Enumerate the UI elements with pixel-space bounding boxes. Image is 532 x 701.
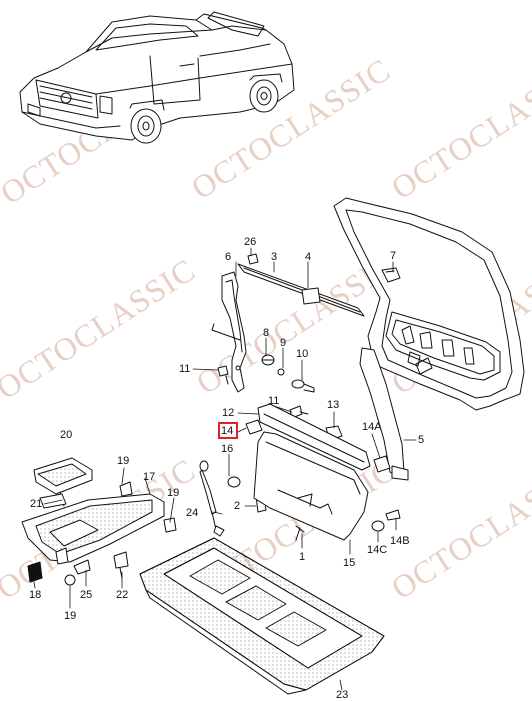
callout-11: 11	[268, 395, 280, 407]
callout-10: 10	[296, 348, 309, 360]
callout-21: 21	[30, 498, 43, 510]
callout-11: 11	[179, 363, 191, 375]
callout-17: 17	[143, 471, 156, 483]
parcel-shelf-panel	[253, 431, 369, 541]
callout-19: 19	[167, 487, 180, 499]
callout-16: 16	[221, 443, 234, 455]
parcel-shelf	[139, 537, 385, 695]
callout-25: 25	[80, 589, 93, 601]
callout-7: 7	[390, 250, 397, 262]
leader-lines	[33, 247, 417, 691]
callout-14B: 14B	[390, 535, 410, 547]
callout-14A: 14A	[362, 421, 382, 433]
callout-12: 12	[222, 407, 235, 419]
callout-24: 24	[186, 507, 199, 519]
callout-14C: 14C	[367, 544, 388, 556]
callout-6: 6	[225, 251, 232, 263]
callout-1: 1	[299, 551, 306, 563]
shelf-support	[21, 457, 177, 586]
callout-2: 2	[234, 500, 241, 512]
callout-3: 3	[271, 251, 278, 263]
callout-20: 20	[60, 429, 73, 441]
hinge-arm	[211, 271, 247, 393]
callout-26: 26	[244, 236, 257, 248]
bracket	[301, 287, 321, 305]
callout-8: 8	[263, 327, 270, 339]
callout-5: 5	[418, 434, 425, 446]
gas-strut	[199, 460, 225, 537]
callout-9: 9	[280, 337, 287, 349]
car-illustration	[19, 11, 295, 144]
seal-strip	[237, 253, 365, 317]
callout-18: 18	[29, 589, 42, 601]
callout-14: 14	[221, 425, 234, 437]
callout-19: 19	[64, 610, 77, 622]
callout-23: 23	[336, 689, 349, 701]
callout-15: 15	[343, 557, 356, 569]
callout-13: 13	[327, 399, 340, 411]
tailgate-frame	[333, 197, 525, 411]
guide-rail	[257, 403, 371, 471]
callout-4: 4	[305, 251, 312, 263]
callout-22: 22	[116, 589, 129, 601]
highlight-box	[218, 422, 238, 439]
callout-19: 19	[117, 455, 130, 467]
